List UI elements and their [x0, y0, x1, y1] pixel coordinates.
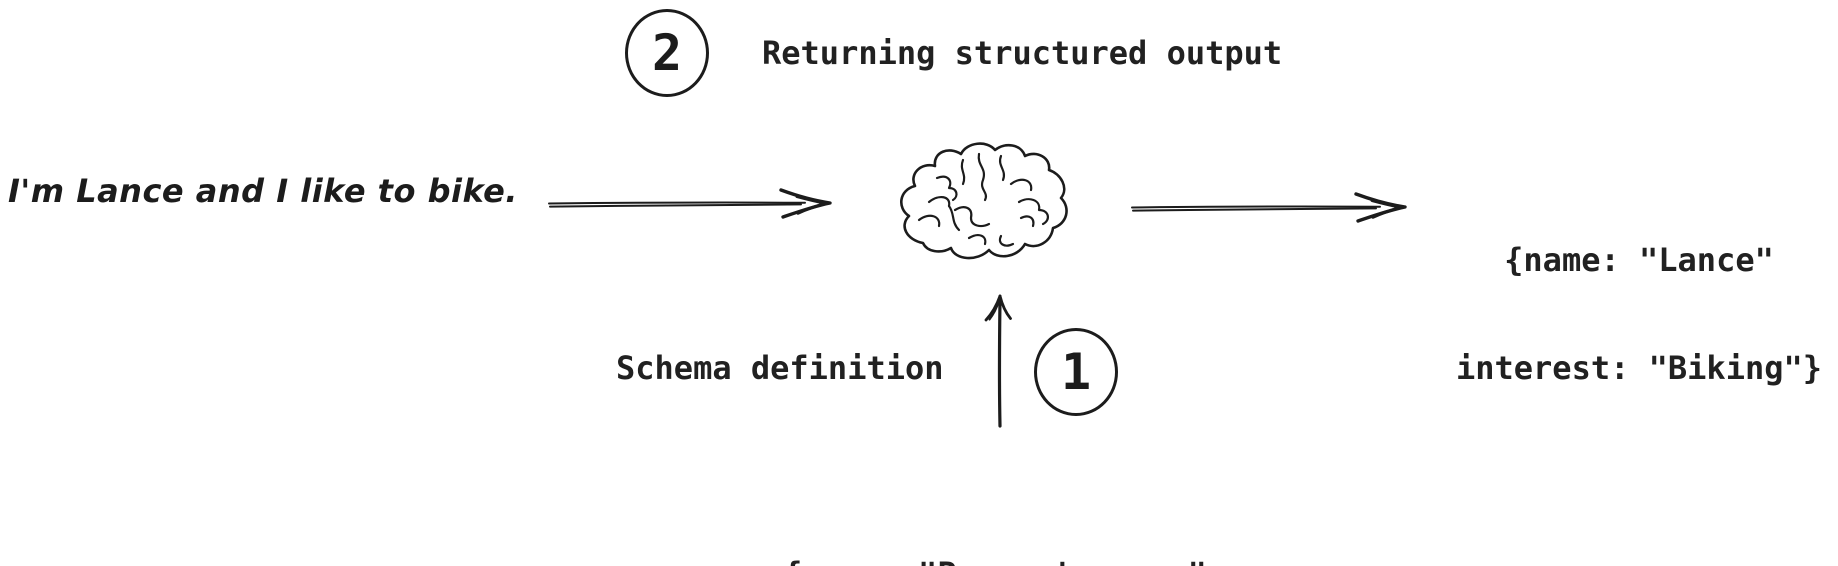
step-1-number: 1	[1060, 343, 1092, 401]
output-arrow-right-icon	[1131, 192, 1407, 223]
output-json: {name: "Lance" interest: "Biking"}	[1440, 170, 1838, 458]
schema-json: {name: "Person's name" interest: "Person…	[645, 477, 1345, 566]
output-json-line-2: interest: "Biking"}	[1455, 349, 1823, 387]
input-arrow-right-icon	[548, 188, 832, 219]
step-2-number: 2	[651, 24, 683, 82]
step-2-badge: 2	[625, 9, 709, 97]
step-1-label: Schema definition	[616, 349, 944, 387]
brain-icon	[900, 142, 1068, 260]
schema-arrow-up-icon	[984, 294, 1012, 428]
step-2-label: Returning structured output	[762, 34, 1283, 72]
step-1-badge: 1	[1034, 328, 1118, 416]
schema-json-line-1: {name: "Person's name"	[645, 555, 1345, 566]
input-message: I'm Lance and I like to bike.	[8, 172, 518, 210]
output-json-line-1: {name: "Lance"	[1504, 241, 1774, 279]
